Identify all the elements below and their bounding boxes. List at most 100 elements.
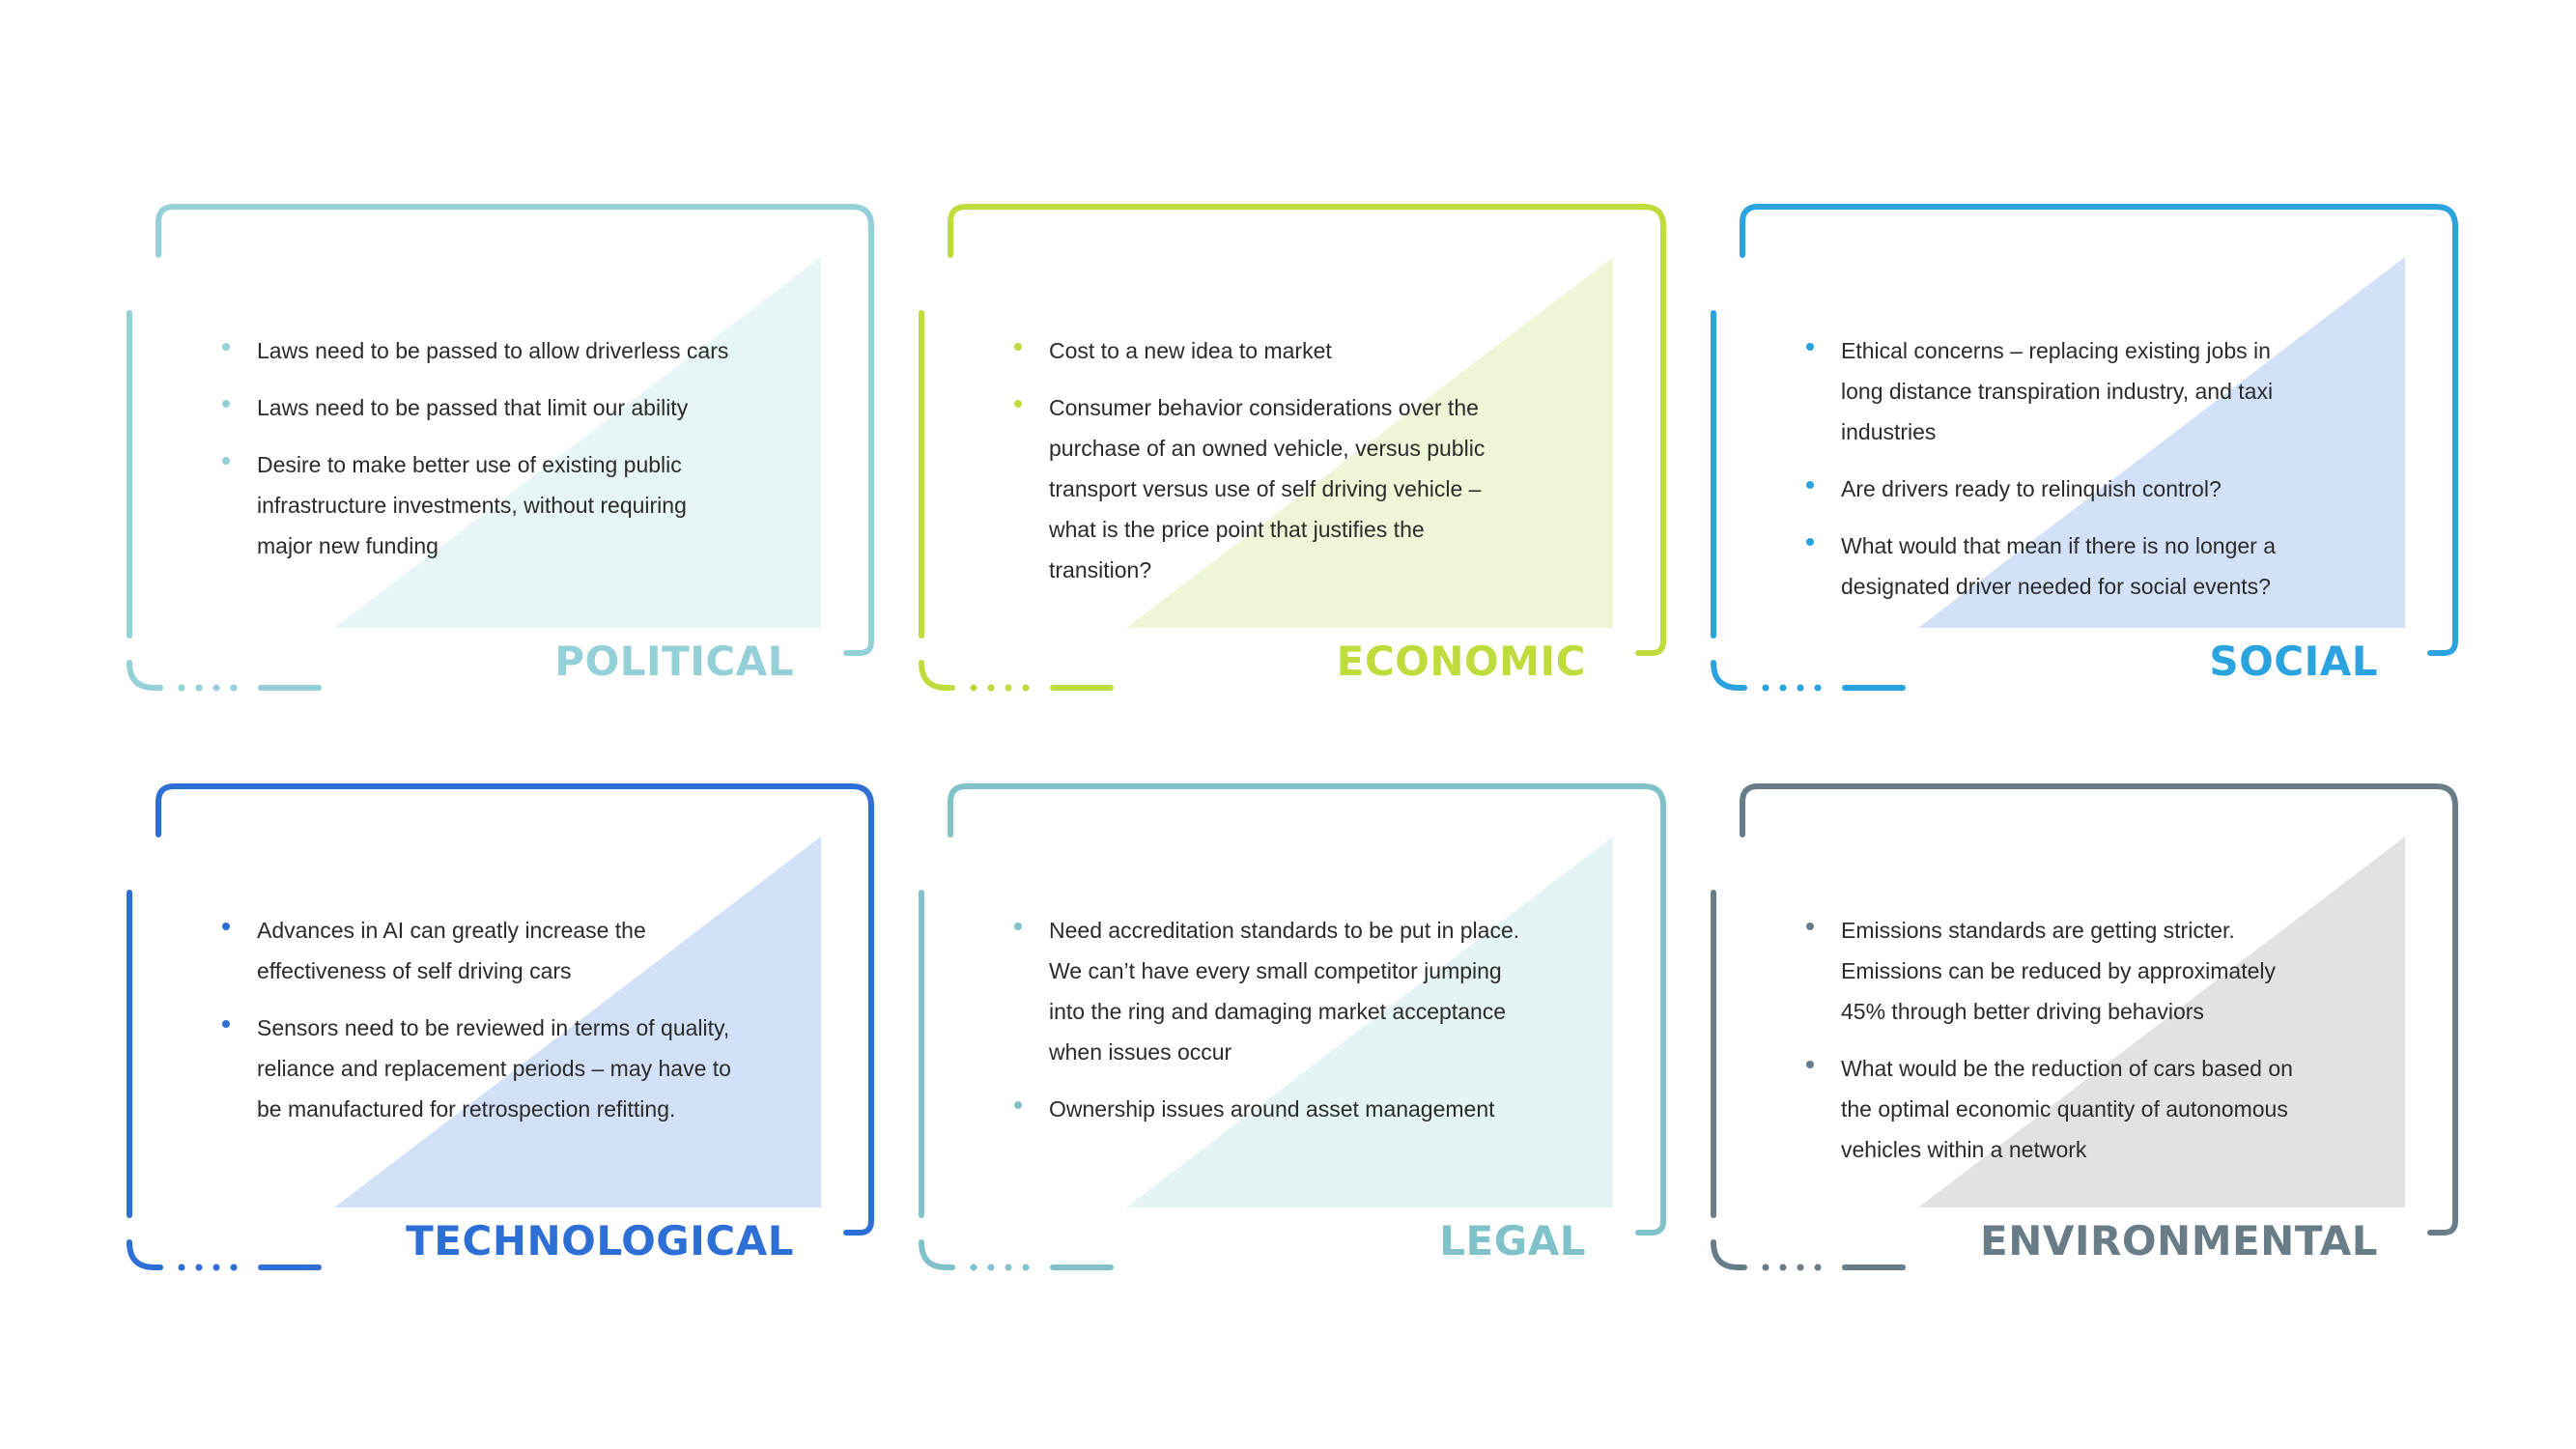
tint-triangle xyxy=(334,257,821,628)
bullet-text: Consumer behavior considerations over th… xyxy=(1049,395,1486,582)
bullet-text: Laws need to be passed to allow driverle… xyxy=(257,338,729,363)
bullet-list: Emissions standards are getting stricter… xyxy=(1806,910,2318,1186)
frame-bottom-hook xyxy=(919,1239,955,1270)
frame-dot xyxy=(1762,684,1769,692)
card-label: LEGAL xyxy=(1439,1217,1586,1264)
bullet-text: Laws need to be passed that limit our ab… xyxy=(257,395,689,420)
bullet-list: Ethical concerns – replacing existing jo… xyxy=(1806,330,2318,623)
frame-dot xyxy=(1022,1264,1030,1271)
bullet-item: Laws need to be passed to allow driverle… xyxy=(222,330,734,371)
bullet-item: Ownership issues around asset management xyxy=(1014,1089,1526,1129)
bullet-dot-icon xyxy=(1806,923,1814,930)
bullet-item: Need accreditation standards to be put i… xyxy=(1014,910,1526,1072)
frame-top-right-stroke xyxy=(948,783,1666,1236)
card-frame xyxy=(1711,783,2458,1271)
frame-top-right-stroke xyxy=(1740,204,2458,656)
frame-dot xyxy=(970,1264,977,1271)
frame-dot xyxy=(178,1264,185,1271)
bullet-list: Advances in AI can greatly increase the … xyxy=(222,910,734,1146)
bullet-item: Advances in AI can greatly increase the … xyxy=(222,910,734,991)
card-label: TECHNOLOGICAL xyxy=(406,1217,794,1264)
bullet-dot-icon xyxy=(1014,343,1022,351)
card-legal: Need accreditation standards to be put i… xyxy=(919,783,1673,1271)
bullet-text: Desire to make better use of existing pu… xyxy=(257,452,687,558)
bullet-dot-icon xyxy=(1806,481,1814,489)
card-political: Laws need to be passed to allow driverle… xyxy=(127,204,881,692)
bullet-list: Laws need to be passed to allow driverle… xyxy=(222,330,734,582)
bullet-dot-icon xyxy=(1806,538,1814,546)
bullet-text: Emissions standards are getting stricter… xyxy=(1841,918,2277,1024)
card-label: ECONOMIC xyxy=(1336,638,1586,685)
bullet-dot-icon xyxy=(1806,1061,1814,1068)
frame-dot xyxy=(1005,1264,1012,1271)
card-frame xyxy=(127,783,874,1271)
frame-dot xyxy=(1762,1264,1769,1271)
frame-dot xyxy=(987,684,995,692)
bullet-text: Cost to a new idea to market xyxy=(1049,338,1332,363)
frame-dot xyxy=(970,684,977,692)
frame-dot xyxy=(212,1264,220,1271)
card-frame xyxy=(127,204,874,692)
frame-dot xyxy=(178,684,185,692)
bullet-text: Advances in AI can greatly increase the … xyxy=(257,918,646,983)
bullet-dot-icon xyxy=(1014,1101,1022,1109)
frame-dot xyxy=(212,684,220,692)
frame-dot xyxy=(1814,684,1822,692)
bullet-text: Sensors need to be reviewed in terms of … xyxy=(257,1015,731,1122)
frame-dot xyxy=(1779,684,1787,692)
bullet-dot-icon xyxy=(222,457,230,465)
bullet-text: Ethical concerns – replacing existing jo… xyxy=(1841,338,2274,444)
tint-triangle xyxy=(334,837,821,1208)
bullet-dot-icon xyxy=(222,343,230,351)
frame-top-right-stroke xyxy=(1740,783,2458,1236)
bullet-item: Sensors need to be reviewed in terms of … xyxy=(222,1008,734,1129)
bullet-dot-icon xyxy=(1014,400,1022,408)
frame-dot xyxy=(1797,684,1804,692)
card-frame xyxy=(919,204,1666,692)
bullet-text: What would be the reduction of cars base… xyxy=(1841,1056,2293,1162)
bullet-dot-icon xyxy=(222,1020,230,1028)
bullet-item: What would be the reduction of cars base… xyxy=(1806,1048,2318,1170)
card-frame xyxy=(1711,204,2458,692)
bullet-item: Ethical concerns – replacing existing jo… xyxy=(1806,330,2318,452)
bullet-item: Laws need to be passed that limit our ab… xyxy=(222,387,734,428)
tint-triangle xyxy=(1126,837,1613,1208)
frame-dot xyxy=(1814,1264,1822,1271)
card-environmental: Emissions standards are getting stricter… xyxy=(1711,783,2465,1271)
frame-bottom-hook xyxy=(1711,1239,1747,1270)
frame-dot xyxy=(195,1264,203,1271)
bullet-text: Are drivers ready to relinquish control? xyxy=(1841,476,2222,501)
bullet-text: Ownership issues around asset management xyxy=(1049,1096,1495,1122)
bullet-item: Cost to a new idea to market xyxy=(1014,330,1526,371)
tint-triangle xyxy=(1918,257,2405,628)
bullet-item: Are drivers ready to relinquish control? xyxy=(1806,469,2318,509)
frame-bottom-hook xyxy=(919,660,955,691)
bullet-item: Emissions standards are getting stricter… xyxy=(1806,910,2318,1032)
tint-triangle xyxy=(1126,257,1613,628)
bullet-item: Desire to make better use of existing pu… xyxy=(222,444,734,566)
bullet-dot-icon xyxy=(222,923,230,930)
frame-dot xyxy=(1022,684,1030,692)
frame-dot xyxy=(1797,1264,1804,1271)
frame-dot xyxy=(230,684,238,692)
frame-dot xyxy=(230,1264,238,1271)
card-social: Ethical concerns – replacing existing jo… xyxy=(1711,204,2465,692)
bullet-item: Consumer behavior considerations over th… xyxy=(1014,387,1526,590)
bullet-dot-icon xyxy=(1806,343,1814,351)
frame-dot xyxy=(987,1264,995,1271)
frame-bottom-hook xyxy=(1711,660,1747,691)
card-label: ENVIRONMENTAL xyxy=(1980,1217,2378,1264)
frame-top-right-stroke xyxy=(156,204,874,656)
bullet-list: Need accreditation standards to be put i… xyxy=(1014,910,1526,1146)
frame-bottom-hook xyxy=(127,1239,163,1270)
frame-dot xyxy=(195,684,203,692)
card-technological: Advances in AI can greatly increase the … xyxy=(127,783,881,1271)
card-label: SOCIAL xyxy=(2209,638,2378,685)
tint-triangle xyxy=(1918,837,2405,1208)
bullet-text: Need accreditation standards to be put i… xyxy=(1049,918,1520,1065)
frame-dot xyxy=(1005,684,1012,692)
bullet-dot-icon xyxy=(1014,923,1022,930)
frame-dot xyxy=(1779,1264,1787,1271)
